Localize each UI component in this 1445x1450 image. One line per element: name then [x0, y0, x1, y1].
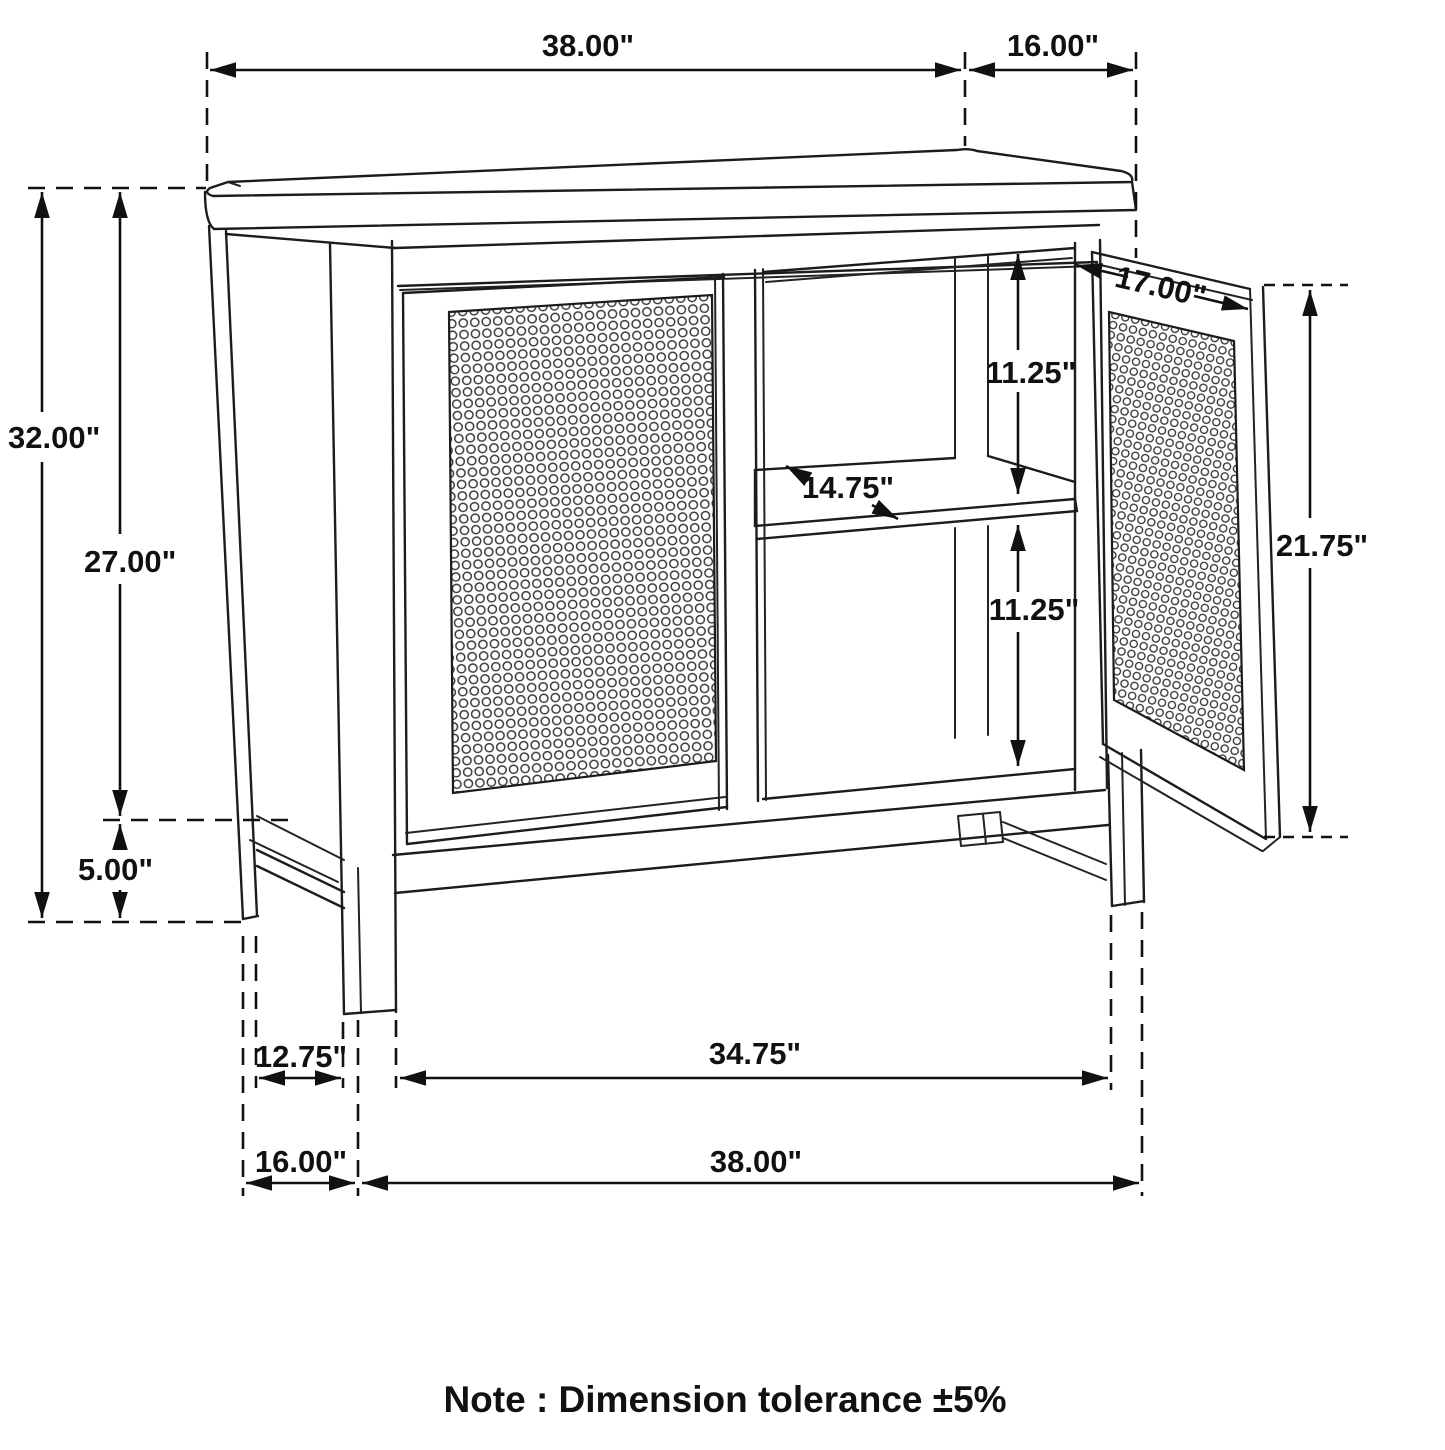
door-height-label: 21.75" [1276, 528, 1368, 563]
dimension-upper-compartment: 11.25" [986, 254, 1077, 494]
lower-compartment-label: 11.25" [989, 592, 1080, 627]
tolerance-note: Note : Dimension tolerance ±5% [443, 1379, 1006, 1420]
upper-compartment-label: 11.25" [986, 355, 1077, 390]
foot-depth-label: 12.75" [255, 1039, 347, 1074]
leg-height-label: 5.00" [78, 852, 153, 887]
shelf-depth-label: 14.75" [802, 470, 894, 505]
right-door-open [1090, 250, 1282, 852]
left-side-panel [207, 224, 398, 1016]
cabinet-floor-edge [761, 767, 1077, 801]
right-door-cane-panel [1107, 310, 1246, 772]
top-panel [203, 148, 1138, 231]
dimension-interior-width: 34.75" [394, 915, 1113, 1090]
bottom-rail [391, 788, 1110, 895]
front-right-leg [1106, 748, 1146, 908]
base-depth-label: 16.00" [255, 1144, 347, 1179]
open-compartment [753, 238, 1109, 801]
left-door-cane-panel [447, 293, 718, 795]
dimension-leg-height: 5.00" [78, 824, 153, 918]
interior-width-label: 34.75" [709, 1036, 801, 1071]
dimension-base-depth: 16.00" [246, 1020, 360, 1196]
dimension-top-depth: 16.00" [969, 28, 1138, 258]
dimension-shelf-depth: 14.75" [785, 464, 899, 521]
dimension-door-height: 21.75" [1264, 283, 1368, 839]
cabinet-drawing [203, 148, 1282, 1016]
dimension-lower-compartment: 11.25" [989, 525, 1080, 766]
dimension-base-width: 38.00" [362, 912, 1144, 1196]
center-stile [753, 268, 767, 803]
dimension-top-width: 38.00" [205, 28, 967, 183]
base-width-label: 38.00" [710, 1144, 802, 1179]
overall-height-label: 32.00" [8, 420, 100, 455]
dimension-foot-depth: 12.75" [241, 936, 347, 1196]
dimension-overall-height: 32.00" [8, 186, 250, 924]
case-height-label: 27.00" [84, 544, 176, 579]
rear-right-leg [957, 811, 1004, 847]
top-depth-label: 16.00" [1007, 28, 1099, 63]
left-door [401, 272, 729, 846]
dimension-case-height: 27.00" [84, 192, 292, 822]
top-width-label: 38.00" [542, 28, 634, 63]
